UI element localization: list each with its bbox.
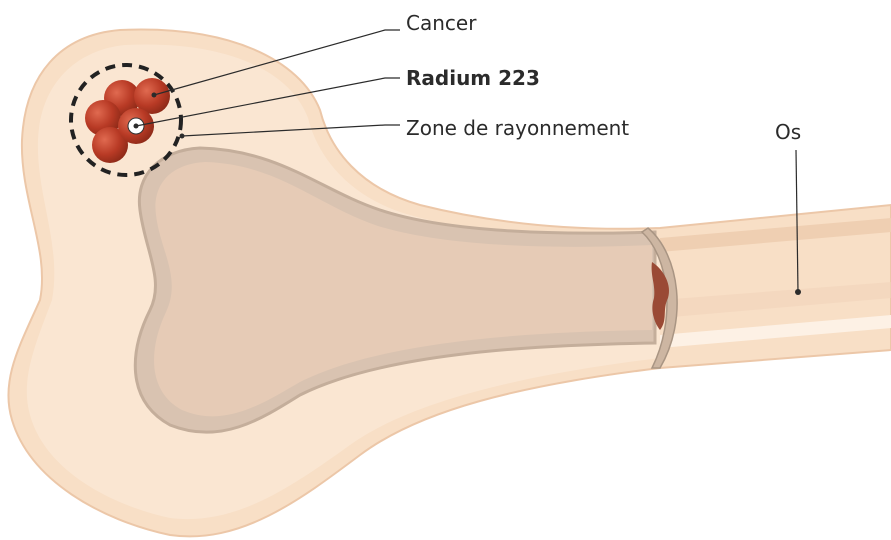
bone-label: Os [775,122,801,142]
leader-bone-dot [795,289,801,295]
leader-cancer-dot [152,93,157,98]
cancer-label: Cancer [406,13,476,33]
leader-zone-dot [180,134,185,139]
radium-223-label: Radium 223 [406,68,540,88]
radiation-zone-label: Zone de rayonnement [406,118,629,138]
leader-radium-dot [134,124,139,129]
